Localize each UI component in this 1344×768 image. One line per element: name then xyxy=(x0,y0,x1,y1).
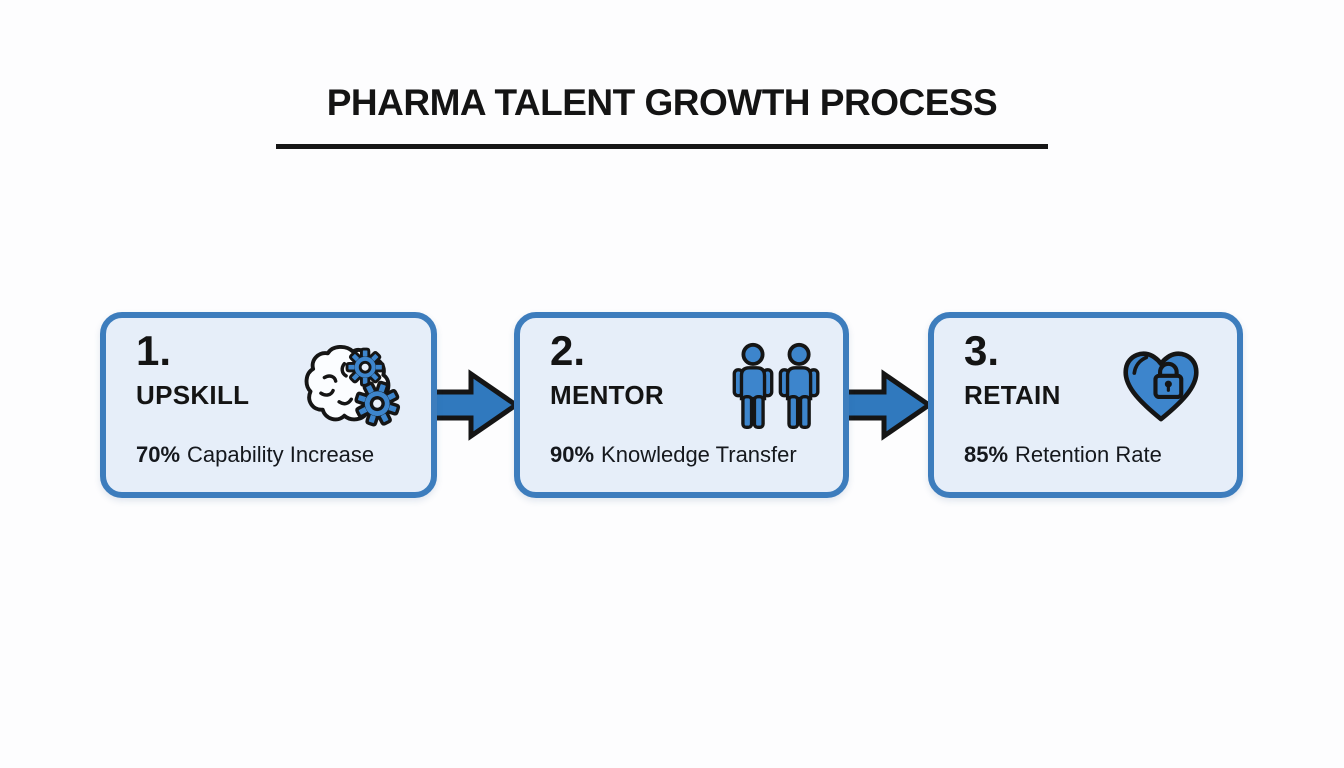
process-flow: 1. UPSKILL 70%Capability Increase xyxy=(100,312,1243,498)
step-number: 2. xyxy=(550,327,586,374)
step-box-mentor: 2. MENTOR 90%Knowledge Transfer xyxy=(514,312,849,498)
step-label: MENTOR xyxy=(550,380,664,410)
step-label: UPSKILL xyxy=(136,380,250,410)
step-number: 1. xyxy=(136,327,172,374)
title-underline xyxy=(276,144,1048,149)
brain-gears-icon xyxy=(301,332,406,444)
step-stat: 70%Capability Increase xyxy=(136,442,374,468)
heart-lock-icon xyxy=(1115,339,1207,431)
stat-label: Capability Increase xyxy=(187,442,375,467)
step-box-upskill: 1. UPSKILL 70%Capability Increase xyxy=(100,312,437,498)
step-stat: 90%Knowledge Transfer xyxy=(550,442,797,468)
stat-label: Knowledge Transfer xyxy=(601,442,797,467)
stat-value: 90% xyxy=(550,442,595,467)
stat-value: 70% xyxy=(136,442,181,467)
arrow-right-icon xyxy=(431,363,520,447)
arrow-right-icon xyxy=(844,363,933,447)
step-number: 3. xyxy=(964,327,1000,374)
stat-label: Retention Rate xyxy=(1015,442,1162,467)
step-label: RETAIN xyxy=(964,380,1061,410)
step-box-retain: 3. RETAIN 85%Retention Rate xyxy=(928,312,1243,498)
page-title: PHARMA TALENT GROWTH PROCESS xyxy=(326,82,998,123)
step-stat: 85%Retention Rate xyxy=(964,442,1162,468)
people-icon xyxy=(729,340,825,436)
stat-value: 85% xyxy=(964,442,1009,467)
